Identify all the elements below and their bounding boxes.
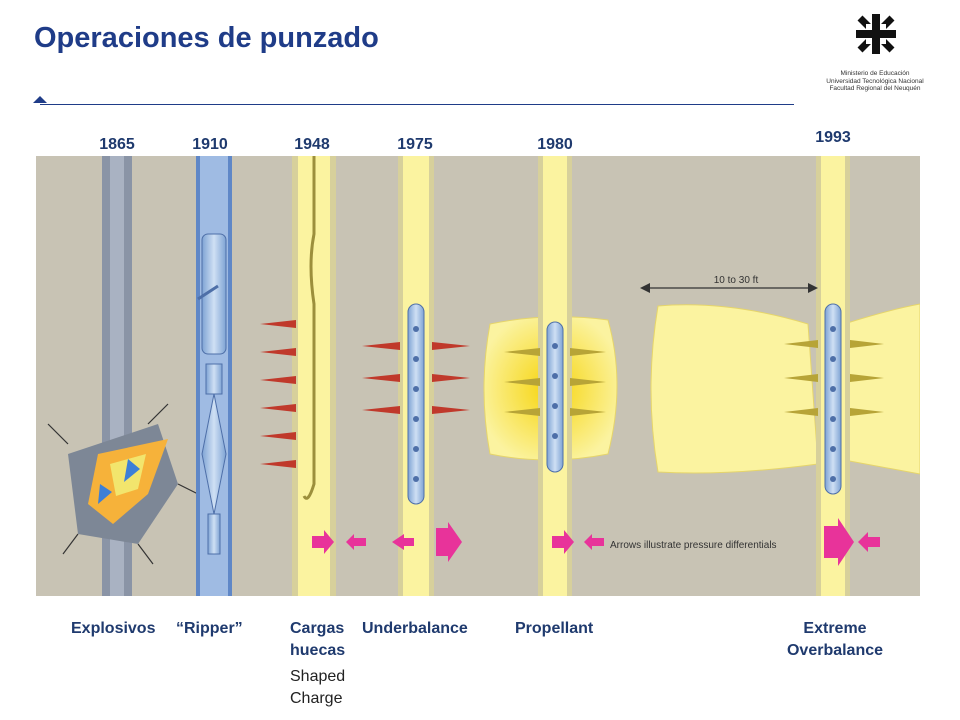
label-propellant: Propellant [515, 620, 594, 637]
spacing-note: 10 to 30 ft [714, 275, 759, 286]
label-shaped-charge: Shaped Charge [290, 666, 345, 710]
label-explosivos: Explosivos [71, 620, 156, 637]
label-underbalance: Underbalance [362, 620, 468, 637]
slide-title: Operaciones de punzado [34, 22, 379, 54]
label-cargas-huecas: Cargas huecas [290, 618, 345, 662]
well-1980: Arrows illustrate pressure differentials [483, 156, 777, 596]
well-1975 [362, 156, 470, 596]
well-1910 [196, 156, 232, 596]
label-extreme-overbalance: Extreme Overbalance [775, 618, 895, 662]
title-rule-marker [33, 96, 47, 103]
label-ripper: “Ripper” [176, 620, 243, 637]
university-line: Universidad Tecnológica Nacional [826, 77, 924, 85]
utn-logo [852, 10, 900, 58]
label-cargas-line1: Cargas [290, 620, 345, 637]
arrows-note: Arrows illustrate pressure differentials [610, 540, 777, 551]
well-1865 [47, 156, 199, 596]
year-1865: 1865 [99, 136, 135, 153]
well-1993: 10 to 30 ft [640, 156, 920, 596]
label-extreme-line2: Overbalance [786, 642, 884, 659]
label-shaped-line1: Shaped [290, 668, 346, 685]
well-1948 [260, 156, 366, 596]
perforation-history-figure: 1865 1910 1948 1975 1980 1993 [36, 129, 920, 596]
year-1910: 1910 [192, 136, 228, 153]
label-shaped-line2: Charge [290, 690, 343, 707]
title-rule [40, 104, 794, 105]
institution-text: Ministerio de Educación Universidad Tecn… [800, 70, 950, 93]
label-extreme-line1: Extreme [803, 620, 867, 637]
year-1980: 1980 [537, 136, 573, 153]
label-cargas-line2: huecas [290, 642, 346, 659]
ministry-line: Ministerio de Educación [840, 70, 910, 77]
year-1975: 1975 [397, 136, 433, 153]
year-1948: 1948 [294, 136, 330, 153]
year-1993: 1993 [815, 129, 851, 146]
faculty-line: Facultad Regional del Neuquén [829, 85, 921, 92]
